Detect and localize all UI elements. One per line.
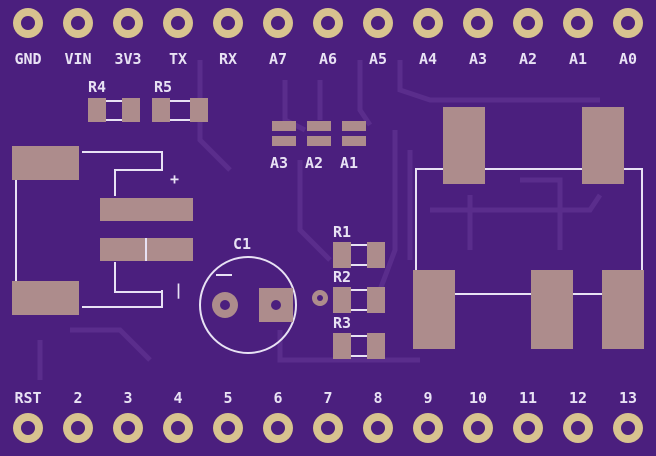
bottom-pin-label: RST	[14, 389, 41, 407]
r4-label: R4	[88, 78, 106, 96]
top-pin-tx[interactable]	[163, 8, 193, 38]
top-pin-rx[interactable]	[213, 8, 243, 38]
resistor-r5: R5	[152, 78, 208, 122]
top-pin-label: A5	[369, 50, 387, 68]
jumper-a3[interactable]: A3	[270, 121, 296, 172]
top-pin-a0[interactable]	[613, 8, 643, 38]
top-header-labels: GND VIN 3V3 TX RX A7 A6 A5 A4 A3 A2 A1 A…	[14, 50, 637, 68]
bottom-pin-label: 8	[373, 389, 382, 407]
resistor-r4: R4	[88, 78, 140, 122]
bottom-pin-8[interactable]	[363, 413, 393, 443]
top-pin-label: A1	[569, 50, 587, 68]
top-pin-a4[interactable]	[413, 8, 443, 38]
top-pin-a1[interactable]	[563, 8, 593, 38]
bottom-pin-label: 2	[73, 389, 82, 407]
bottom-pin-5[interactable]	[213, 413, 243, 443]
bottom-pin-10[interactable]	[463, 413, 493, 443]
top-pin-label: A2	[519, 50, 537, 68]
top-pin-label: A7	[269, 50, 287, 68]
r5-label: R5	[154, 78, 172, 96]
bottom-pin-4[interactable]	[163, 413, 193, 443]
bottom-pin-7[interactable]	[313, 413, 343, 443]
bottom-header-labels: RST 2 3 4 5 6 7 8 9 10 11 12 13	[14, 389, 637, 407]
via	[312, 290, 328, 306]
top-pin-label: 3V3	[114, 50, 141, 68]
top-pin-a3[interactable]	[463, 8, 493, 38]
r3-label: R3	[333, 314, 351, 332]
bottom-pin-label: 13	[619, 389, 637, 407]
top-pin-label: TX	[169, 50, 187, 68]
top-pin-3v3[interactable]	[113, 8, 143, 38]
bottom-pin-label: 7	[323, 389, 332, 407]
bottom-header	[13, 413, 643, 443]
top-pin-a2[interactable]	[513, 8, 543, 38]
jumper-a2-label: A2	[305, 154, 323, 172]
r2-label: R2	[333, 268, 351, 286]
bottom-pin-9[interactable]	[413, 413, 443, 443]
top-pin-label: A0	[619, 50, 637, 68]
bottom-pin-label: 5	[223, 389, 232, 407]
plus-mark: +	[170, 170, 179, 188]
top-pin-a6[interactable]	[313, 8, 343, 38]
regulator: + |	[100, 169, 193, 300]
jumper-a2[interactable]: A2	[305, 121, 331, 172]
resistor-r2: R2	[333, 268, 385, 313]
power-connector	[12, 146, 163, 315]
top-pin-label: A4	[419, 50, 437, 68]
capacitor-c1: C1	[199, 235, 297, 354]
top-pin-label: GND	[14, 50, 41, 68]
bottom-pin-label: 11	[519, 389, 537, 407]
top-header	[13, 8, 643, 38]
bottom-pin-rst[interactable]	[13, 413, 43, 443]
bottom-pin-label: 12	[569, 389, 587, 407]
bottom-pin-3[interactable]	[113, 413, 143, 443]
r1-label: R1	[333, 223, 351, 241]
bottom-pin-label: 6	[273, 389, 282, 407]
jumper-a3-label: A3	[270, 154, 288, 172]
bottom-pin-label: 10	[469, 389, 487, 407]
bottom-pin-2[interactable]	[63, 413, 93, 443]
top-pin-label: A3	[469, 50, 487, 68]
jumper-a1[interactable]: A1	[340, 121, 366, 172]
top-pin-label: VIN	[64, 50, 91, 68]
bottom-pin-12[interactable]	[563, 413, 593, 443]
switch-footprint	[413, 107, 644, 349]
top-pin-gnd[interactable]	[13, 8, 43, 38]
bottom-pin-13[interactable]	[613, 413, 643, 443]
top-pin-label: A6	[319, 50, 337, 68]
top-pin-a5[interactable]	[363, 8, 393, 38]
top-pin-vin[interactable]	[63, 8, 93, 38]
resistor-r1: R1	[333, 223, 385, 268]
bottom-pin-11[interactable]	[513, 413, 543, 443]
resistor-r3: R3	[333, 314, 385, 359]
bottom-pin-label: 9	[423, 389, 432, 407]
bottom-pin-6[interactable]	[263, 413, 293, 443]
top-pin-a7[interactable]	[263, 8, 293, 38]
c1-label: C1	[233, 235, 251, 253]
top-pin-label: RX	[219, 50, 237, 68]
bottom-pin-label: 4	[173, 389, 182, 407]
minus-mark: |	[174, 281, 183, 300]
jumper-a1-label: A1	[340, 154, 358, 172]
bottom-pin-label: 3	[123, 389, 132, 407]
